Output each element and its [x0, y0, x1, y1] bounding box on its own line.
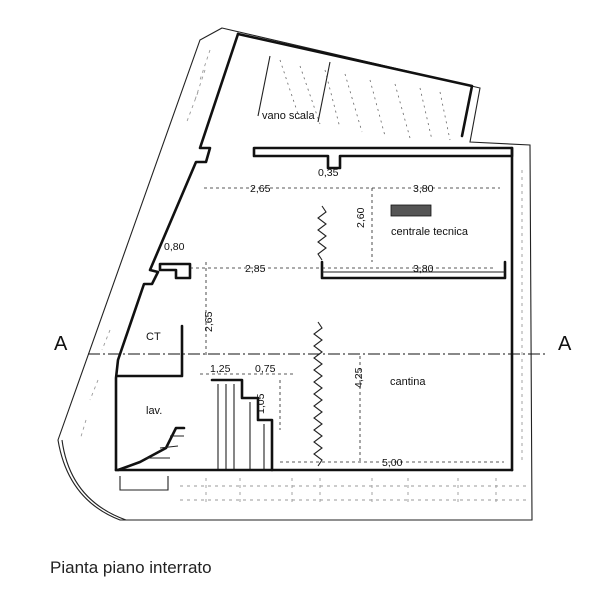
bottom-wall-jog: [119, 476, 169, 491]
dimension-label-380-top: 3,80: [413, 183, 434, 195]
exterior-ground-grid: [180, 478, 528, 506]
dimension-label-500: 5,00: [382, 457, 403, 469]
dimension-label-260: 2,60: [355, 207, 367, 228]
zigzag-partition-lower: [313, 321, 323, 467]
dimension-label-105: 1,05: [255, 393, 267, 414]
technical-equipment-block: [390, 204, 432, 217]
boiler-room-wall: [158, 262, 192, 280]
rounded-exterior-corner: [61, 439, 532, 521]
stairwell-wall: [236, 32, 474, 138]
laundry-stair-wall: [210, 378, 274, 472]
section-mark-right: A: [558, 333, 572, 355]
dimension-label-080: 0,80: [164, 241, 185, 253]
dimension-label-425: 4,25: [353, 367, 365, 388]
exterior-side-hatch: [79, 49, 523, 460]
laundry-small-stair-steps: [146, 435, 184, 459]
dimension-label-035: 0,35: [318, 167, 339, 179]
dimension-label-380-mid: 3,80: [413, 263, 434, 275]
room-label-stair: vano scala: [262, 110, 315, 122]
room-label-cellar: cantina: [390, 376, 426, 388]
boiler-room-right-wall: [116, 324, 184, 378]
laundry-small-stair: [116, 426, 186, 472]
stairwell-step-hatch: [279, 59, 451, 141]
room-label-boiler: CT: [146, 331, 161, 343]
dimension-label-285: 2,85: [245, 263, 266, 275]
zigzag-partition-upper: [317, 205, 327, 261]
dimension-label-265-vertical: 2,65: [203, 311, 215, 332]
dimension-label-075: 0,75: [255, 363, 276, 375]
dimension-label-265-top: 2,65: [250, 183, 271, 195]
room-label-technical: centrale tecnica: [391, 226, 469, 238]
top-interior-wall: [252, 146, 514, 170]
laundry-stair-steps: [217, 384, 265, 470]
dimension-label-125: 1,25: [210, 363, 231, 375]
outer-boundary-line: [57, 27, 533, 521]
room-label-laundry: lav.: [146, 405, 162, 417]
left-exterior-wall: [114, 32, 240, 472]
technical-room-partition: [320, 260, 507, 280]
plan-caption: Pianta piano interrato: [50, 558, 212, 577]
stairwell-landing: [257, 55, 331, 123]
section-mark-left: A: [54, 333, 68, 355]
